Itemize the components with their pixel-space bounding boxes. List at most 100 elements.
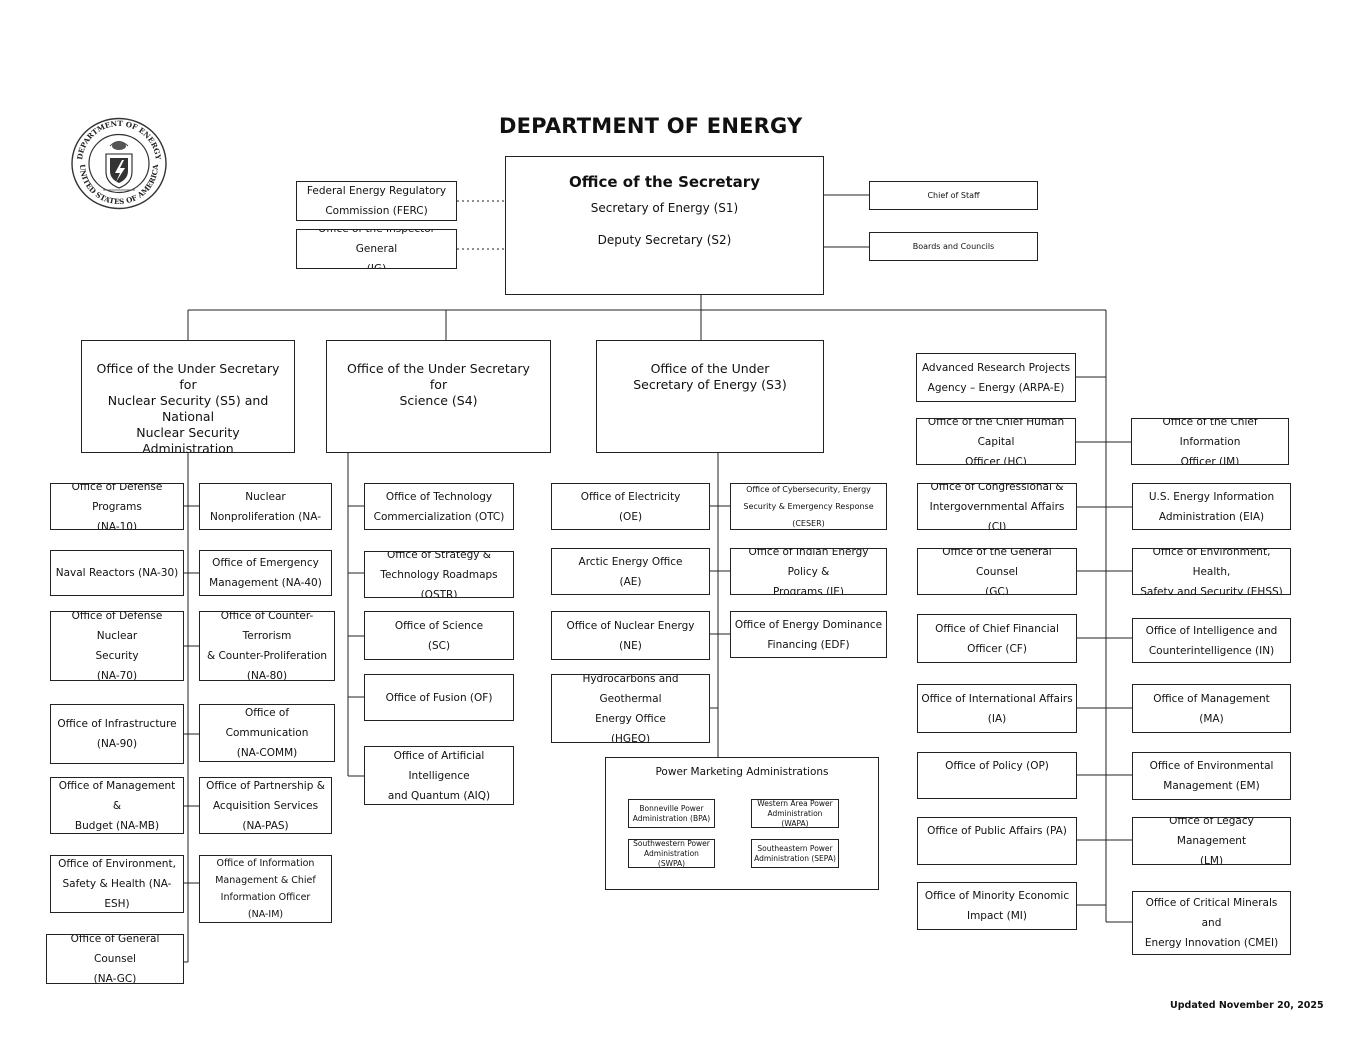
office-ie-line-2: Programs (IE) (772, 585, 845, 595)
office-eia-line-1: U.S. Energy Information (1148, 490, 1275, 503)
office-na-comm: Office of Communication(NA-COMM) (199, 704, 335, 762)
office-oe-line-1: Office of Electricity (580, 490, 681, 503)
office-hgeo-line-3: (HGEO) (610, 732, 651, 743)
office-na-40-line-2: Management (NA-40) (209, 577, 322, 589)
office-na-80-line-1: Office of Counter-Terrorism (220, 611, 314, 642)
office-arpa-e-line-2: Agency – Energy (ARPA-E) (927, 381, 1065, 394)
office-cf-line-2: Officer (CF) (967, 642, 1027, 655)
office-sc-line-2: (SC) (427, 639, 451, 652)
office-hgeo-line-2: Energy Office (595, 712, 666, 725)
office-hgeo-line-1: Hydrocarbons and Geothermal (582, 674, 679, 705)
under-secretary-nnsa-box-line-3: Nuclear Security Administration (136, 425, 240, 453)
pma-swpa-line-1: Southwestern Power (633, 839, 710, 848)
office-na-pas-line-2: Acquisition Services (212, 799, 319, 812)
office-na-im-line-2: Management & Chief (215, 875, 316, 886)
office-edf-line-1: Office of Energy Dominance (734, 618, 883, 631)
office-na-10: Office of Defense Programs(NA-10) (50, 483, 184, 530)
office-eia-line-2: Administration (EIA) (1158, 510, 1265, 523)
office-na-pas-line-1: Office of Partnership & (206, 779, 325, 792)
pma-bpa-line-1: Bonneville Power (639, 803, 704, 813)
page-title: DEPARTMENT OF ENERGY (499, 114, 803, 138)
pma-sepa-line-1: Southeastern Power (757, 843, 833, 853)
office-oe: Office of Electricity(OE) (551, 483, 710, 530)
office-ci-line-1: Office of Congressional & (930, 483, 1064, 493)
office-gc-line-2: (GC) (985, 585, 1009, 595)
under-secretary-nnsa-box-line-1: Office of the Under Secretary for (96, 361, 280, 392)
office-sc-line-1: Office of Science (394, 619, 484, 632)
office-ci-line-2: Intergovernmental Affairs (CI) (929, 500, 1065, 530)
office-na-im-line-1: Office of Information (216, 858, 315, 869)
office-arpa-e-line-1: Advanced Research Projects (921, 361, 1071, 374)
office-na-20: Office of Defense NuclearNonproliferatio… (199, 483, 332, 530)
office-na-70-line-2: Security (95, 650, 139, 662)
pma-sepa-line-2: Administration (SEPA) (754, 853, 836, 863)
secretary-line-1: Secretary of Energy (S1) (590, 201, 739, 215)
office-na-comm-line-2: (NA-COMM) (236, 747, 298, 759)
inspector-general-box-line-1: Office of the Inspector General (318, 229, 435, 255)
office-in-line-1: Office of Intelligence and (1145, 624, 1278, 637)
office-na-70-line-3: (NA-70) (96, 670, 138, 681)
chief-of-staff-box: Chief of Staff (869, 181, 1038, 210)
updated-date: Updated November 20, 2025 (1170, 1000, 1324, 1011)
office-na-40-line-1: Office of Emergency (212, 557, 319, 569)
office-pa-line-1: Office of Public Affairs (PA) (927, 825, 1067, 837)
office-na-80-line-2: & Counter-Proliferation (206, 650, 328, 662)
inspector-general-box-line-2: (IG) (366, 263, 387, 269)
under-secretary-science-box-line-2: Science (S4) (399, 393, 478, 408)
office-lm: Office of Legacy Management(LM) (1132, 817, 1291, 865)
office-cf-line-1: Office of Chief Financial (935, 622, 1059, 635)
office-ia-line-1: Office of International Affairs (921, 692, 1073, 705)
inspector-general-box: Office of the Inspector General (IG) (296, 229, 457, 269)
office-na-90-line-1: Office of Infrastructure (57, 718, 177, 730)
office-im-line-2: Officer (IM) (1180, 455, 1240, 465)
under-secretary-energy-box-line-1: Office of the Under (650, 361, 770, 376)
office-cmei-line-2: Energy Innovation (CMEI) (1144, 937, 1279, 949)
pma-swpa-line-2: Administration (SWPA) (644, 848, 699, 868)
office-na-10-line-1: Office of Defense Programs (71, 483, 163, 513)
office-na-90: Office of Infrastructure(NA-90) (50, 704, 184, 764)
boards-councils-box-line-1: Boards and Councils (912, 241, 995, 251)
office-ma-line-2: (MA) (1199, 712, 1224, 725)
under-secretary-nnsa-box-line-2: Nuclear Security (S5) and National (107, 393, 269, 424)
office-na-mb: Office of Management &Budget (NA-MB) (50, 777, 184, 834)
office-na-mb-line-1: Office of Management & (58, 779, 176, 812)
office-mi-line-1: Office of Minority Economic (924, 890, 1070, 902)
office-na-pas-line-3: (NA-PAS) (242, 819, 289, 832)
office-na-80: Office of Counter-Terrorism & Counter-Pro… (199, 611, 335, 681)
office-aiq-line-2: and Quantum (AIQ) (387, 789, 491, 802)
office-ne-line-1: Office of Nuclear Energy (566, 619, 695, 632)
office-of-line-1: Office of Fusion (OF) (385, 691, 493, 704)
doe-seal-logo: DEPARTMENT OF ENERGY UNITED STATES OF AM… (71, 117, 167, 210)
office-mi-line-2: Impact (MI) (966, 910, 1027, 922)
office-na-esh-line-1: Office of Environment, (58, 858, 176, 870)
office-ia: Office of International Affairs(IA) (917, 684, 1077, 733)
office-na-20-line-1: Office of Defense Nuclear (245, 490, 286, 503)
office-op: Office of Policy (OP) (917, 752, 1077, 799)
office-na-30-line-1: Naval Reactors (NA-30) (55, 567, 179, 579)
secretary-title: Office of the Secretary (569, 173, 760, 191)
office-gc: Office of the General Counsel(GC) (917, 548, 1077, 595)
office-em-line-2: Management (EM) (1163, 780, 1260, 792)
pma-bpa-line-2: Administration (BPA) (632, 813, 711, 823)
office-ceser-line-2: Security & Emergency Response (CESER) (743, 502, 874, 528)
office-hc-line-1: Office of the Chief Human Capital (927, 418, 1065, 448)
office-ae-line-2: (AE) (619, 575, 642, 588)
office-cmei-line-1: Office of Critical Minerals and (1145, 897, 1278, 929)
office-lm-line-2: (LM) (1199, 855, 1224, 865)
office-of: Office of Fusion (OF) (364, 674, 514, 721)
under-secretary-science-box-line-1: Office of the Under Secretary for (347, 361, 530, 392)
